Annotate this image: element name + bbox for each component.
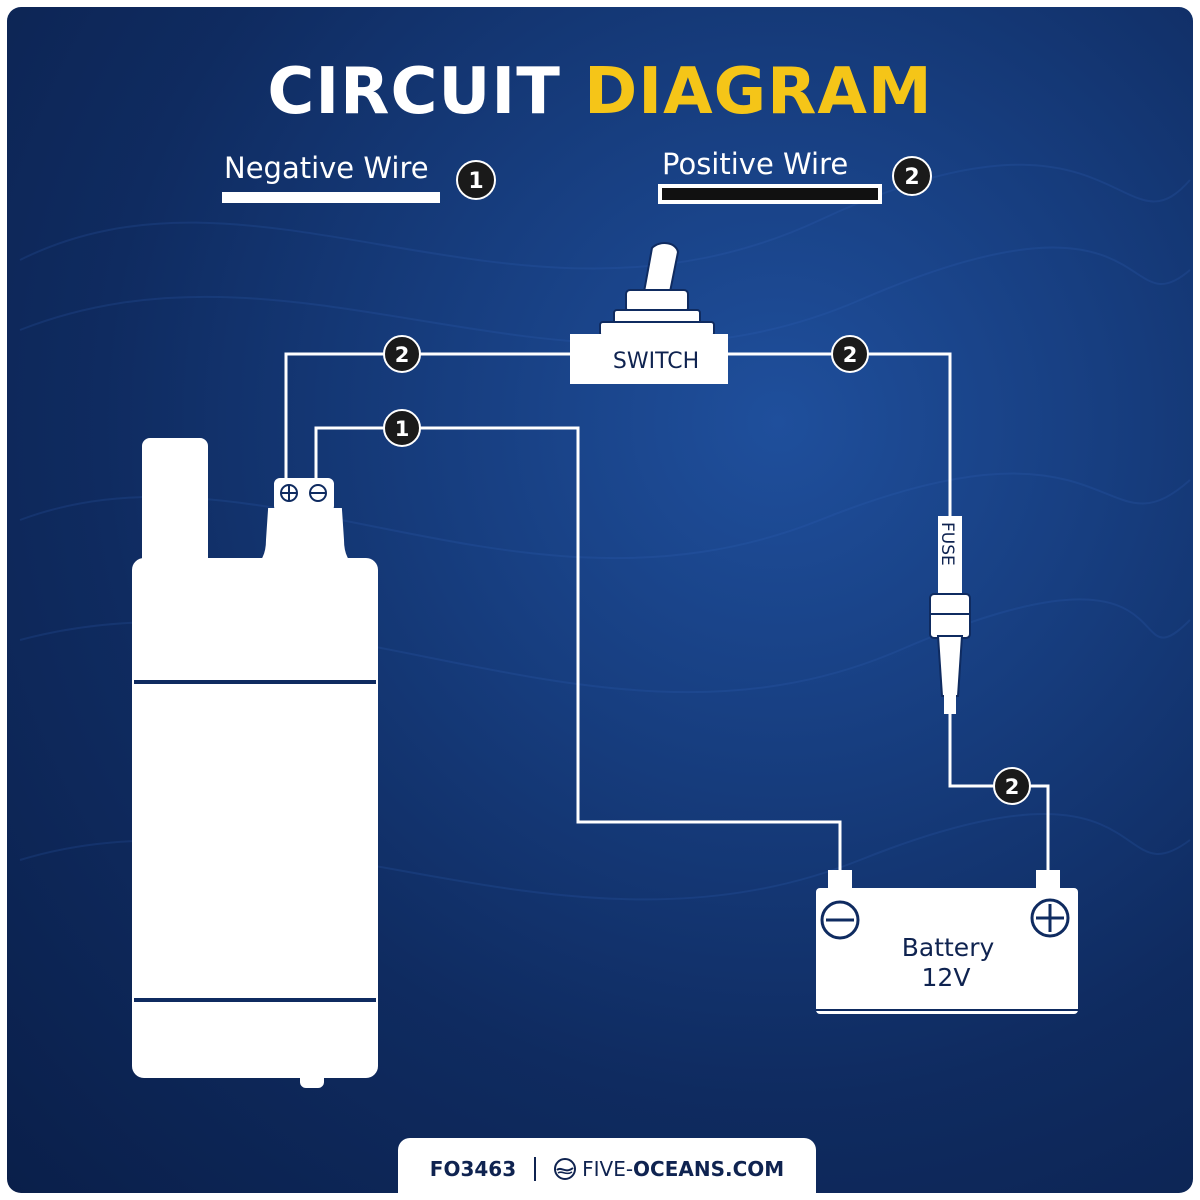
wire-pump-to-battery-negative: [314, 426, 842, 874]
wire-badge-number: 2: [395, 343, 410, 367]
wire-badge-switch-to-fuse: 2: [831, 335, 869, 373]
wire-badge-pump-to-battery-negative: 1: [383, 409, 421, 447]
legend-positive-number: 2: [904, 165, 919, 190]
legend-positive-label: Positive Wire: [662, 147, 849, 181]
footer-divider: [534, 1157, 537, 1181]
battery-positive-terminal-icon: [1030, 898, 1070, 938]
legend-negative-badge: 1: [456, 160, 496, 200]
wire-badge-number: 2: [843, 343, 858, 367]
legend-positive-badge: 2: [892, 156, 932, 196]
title-word-circuit: CIRCUIT: [267, 55, 561, 129]
fuse-label: FUSE: [937, 522, 957, 566]
wire-badge-pump-to-switch: 2: [383, 335, 421, 373]
legend-positive-line: [658, 184, 882, 204]
switch-label: SWITCH: [613, 349, 699, 374]
pump-negative-terminal-icon: [309, 484, 327, 502]
toggle-switch-icon: [599, 242, 715, 337]
battery: [816, 870, 1078, 1014]
brand-name: OCEANS.COM: [633, 1157, 785, 1181]
pump: [132, 438, 378, 1088]
fuse: [929, 516, 971, 714]
diagram-title: CIRCUIT DIAGRAM: [0, 52, 1200, 132]
product-code: FO3463: [429, 1157, 517, 1181]
legend-negative-line: [222, 192, 440, 203]
battery-voltage-label: 12V: [922, 963, 971, 992]
wire-badge-fuse-to-battery-positive: 2: [993, 767, 1031, 805]
battery-negative-terminal-icon: [820, 900, 860, 940]
legend-negative-label: Negative Wire: [224, 151, 429, 185]
wire-pump-to-switch: [284, 352, 570, 486]
legend-negative-number: 1: [468, 169, 483, 194]
wire-badge-number: 2: [1005, 775, 1020, 799]
pump-positive-terminal-icon: [280, 484, 298, 502]
battery-label: Battery: [902, 933, 995, 962]
brand-logo: FIVE-OCEANS.COM: [554, 1157, 784, 1181]
brand-prefix: FIVE-: [582, 1157, 634, 1181]
wire-badge-number: 1: [395, 417, 410, 441]
wire-switch-to-fuse: [728, 352, 952, 516]
footer-bar: FO3463 FIVE-OCEANS.COM: [398, 1138, 816, 1200]
wave-logo-icon: [554, 1158, 577, 1180]
switch-box: [570, 334, 728, 384]
title-word-diagram: DIAGRAM: [584, 55, 933, 129]
